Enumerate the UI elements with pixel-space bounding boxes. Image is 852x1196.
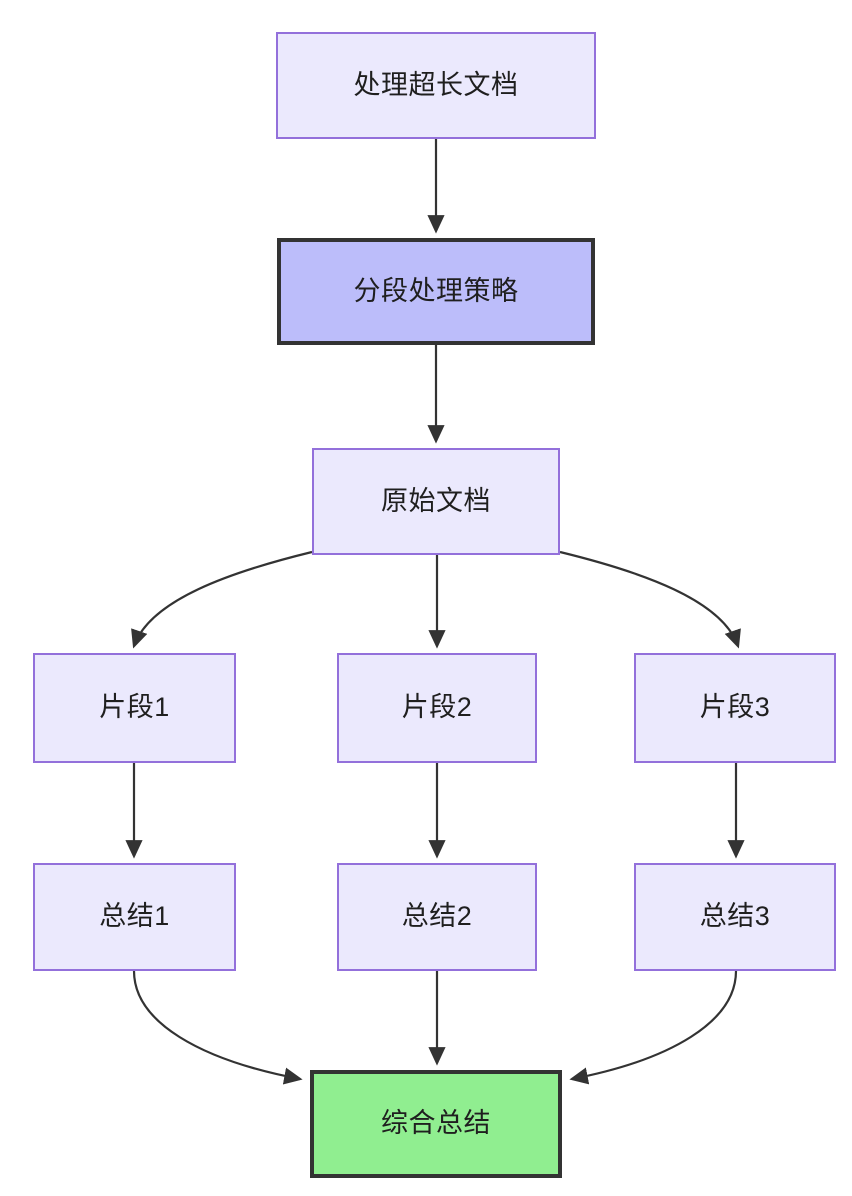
node-fragment-3[interactable]: 片段3 bbox=[634, 653, 836, 763]
edge-n3-n6 bbox=[559, 550, 741, 649]
node-label: 总结3 bbox=[699, 901, 771, 932]
node-label: 分段处理策略 bbox=[353, 275, 519, 306]
edge-n9-n10 bbox=[569, 970, 738, 1085]
node-label: 总结2 bbox=[401, 901, 473, 932]
node-original-document[interactable]: 原始文档 bbox=[312, 448, 560, 555]
edge-n3-n4 bbox=[131, 550, 313, 649]
node-label: 综合总结 bbox=[381, 1108, 491, 1139]
node-process-long-document[interactable]: 处理超长文档 bbox=[276, 32, 596, 139]
node-label: 原始文档 bbox=[381, 485, 491, 516]
node-summary-3[interactable]: 总结3 bbox=[634, 863, 836, 971]
node-label: 片段1 bbox=[99, 692, 170, 723]
node-chunking-strategy[interactable]: 分段处理策略 bbox=[277, 238, 595, 345]
node-summary-1[interactable]: 总结1 bbox=[33, 863, 236, 971]
node-label: 片段3 bbox=[699, 692, 771, 723]
node-label: 片段2 bbox=[401, 692, 473, 723]
node-summary-2[interactable]: 总结2 bbox=[337, 863, 537, 971]
node-label: 总结1 bbox=[99, 901, 170, 932]
node-comprehensive-summary[interactable]: 综合总结 bbox=[310, 1070, 562, 1178]
node-label: 处理超长文档 bbox=[353, 69, 519, 100]
edge-n7-n10 bbox=[132, 970, 303, 1085]
node-fragment-2[interactable]: 片段2 bbox=[337, 653, 537, 763]
node-fragment-1[interactable]: 片段1 bbox=[33, 653, 236, 763]
